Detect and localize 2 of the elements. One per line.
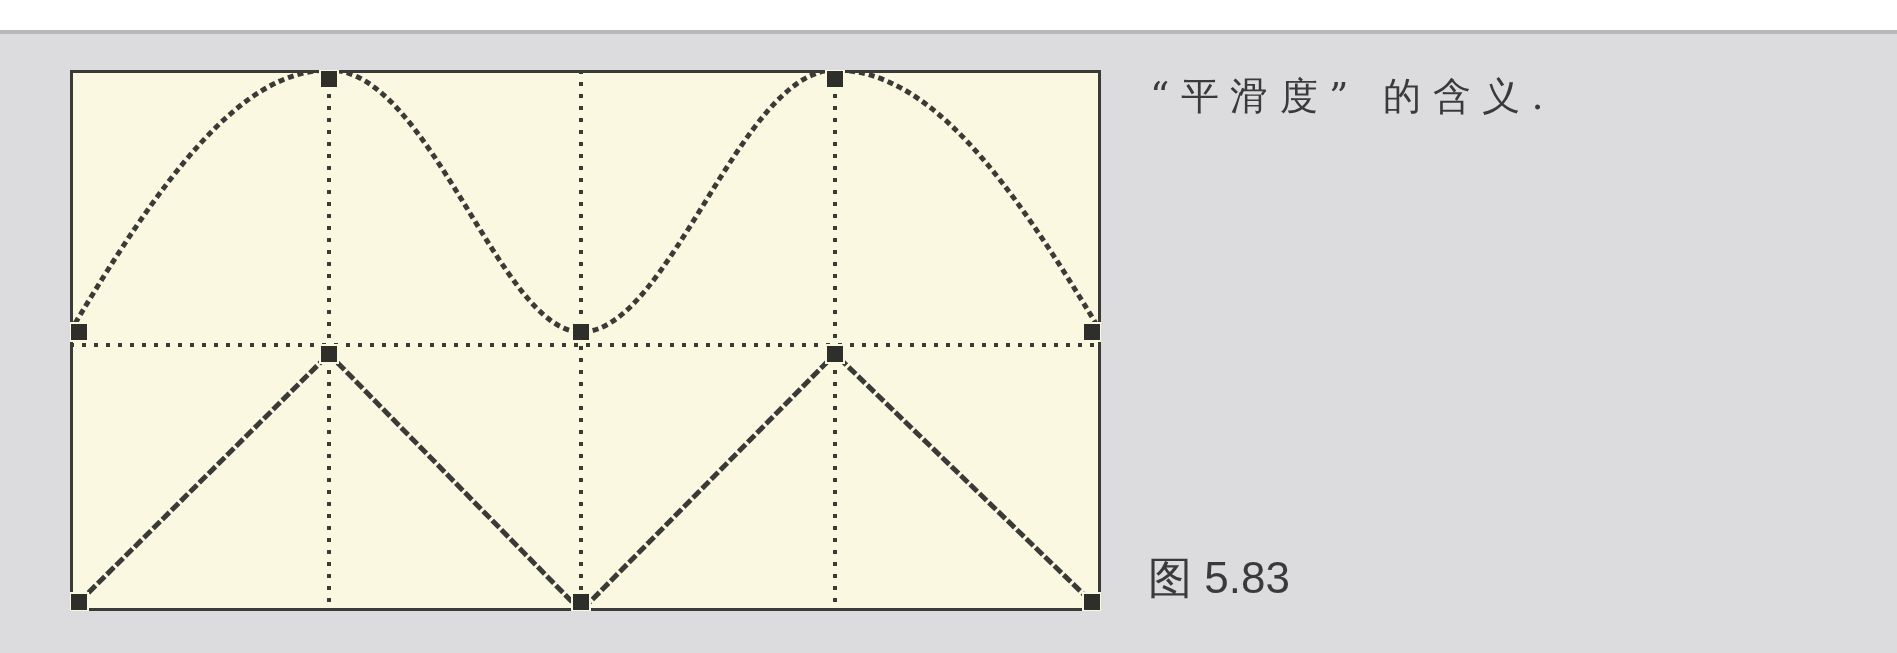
description-text: “平滑度” 的含义. (1150, 73, 1555, 120)
figure-caption: 图 5.83 (1148, 552, 1290, 604)
